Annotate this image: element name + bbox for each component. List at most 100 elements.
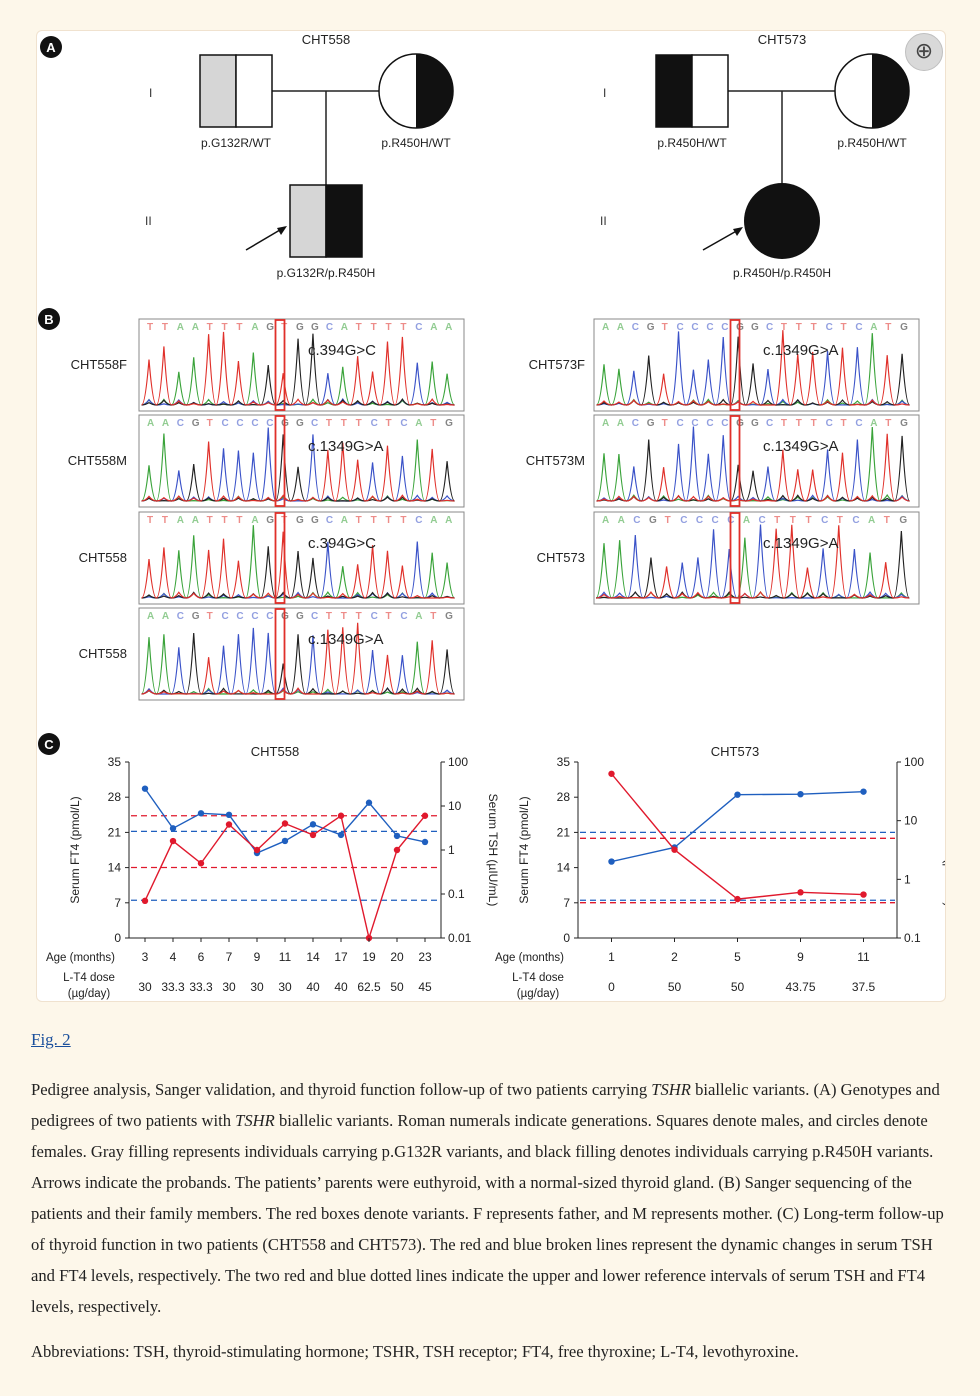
variant-box [274, 608, 286, 700]
base-call: C [721, 418, 728, 429]
base-call: T [385, 418, 391, 429]
proband-arrow [245, 226, 286, 251]
base-call: G [647, 418, 655, 429]
base-call: A [162, 418, 169, 429]
ft4-point [337, 831, 345, 839]
base-call: T [356, 418, 362, 429]
base-call: C [759, 515, 766, 526]
generation-label: I [149, 86, 152, 100]
y2-tick-label: 0.01 [448, 931, 472, 945]
trace-a [140, 634, 455, 695]
trace-c [596, 331, 910, 406]
base-call: T [840, 418, 846, 429]
dose-value: 40 [334, 980, 348, 994]
variant-box [729, 415, 741, 507]
trace-t [140, 331, 455, 406]
figure-link[interactable]: Fig. 2 [31, 1030, 71, 1049]
base-call: T [774, 515, 780, 526]
genotype-label: p.R450H/p.R450H [733, 266, 831, 280]
dose-value: 50 [390, 980, 404, 994]
base-call: C [266, 418, 273, 429]
base-call: T [400, 515, 406, 526]
base-call: C [821, 515, 828, 526]
y2-tick-label: 1 [448, 843, 455, 857]
x-tick-label: 17 [334, 950, 348, 964]
chromatogram-frame [138, 511, 465, 605]
x-tick-label: 7 [226, 950, 233, 964]
tsh-point [253, 846, 261, 854]
x-tick-label: 20 [390, 950, 404, 964]
ft4-line [611, 790, 864, 863]
tsh-point [225, 821, 233, 828]
variant-label: c.1349G>A [308, 631, 383, 648]
base-call: G [899, 515, 907, 526]
sample-label: CHT558 [79, 550, 127, 565]
variant-box [274, 512, 286, 604]
ft4-point [393, 832, 401, 840]
base-call: A [251, 515, 258, 526]
panel-c-badge [38, 733, 60, 755]
dose-row-label: L-T4 dose [512, 972, 564, 984]
y2-tick-label: 1 [904, 872, 911, 886]
variant-box [729, 319, 741, 411]
gene-name: TSHR [651, 1080, 691, 1099]
base-call: T [811, 418, 817, 429]
base-call: T [781, 418, 787, 429]
base-call: G [751, 418, 759, 429]
pedigree-title: CHT558 [302, 32, 350, 47]
base-call: C [236, 611, 243, 622]
chromatogram-frame [138, 607, 465, 701]
figure-panel: A CHT558 I II p.G132R/WT p.R450H/WT p.G1… [36, 30, 946, 1002]
base-call: C [222, 418, 229, 429]
father-symbol [655, 54, 693, 128]
base-call: A [192, 515, 199, 526]
ft4-point [141, 785, 149, 792]
zoom-in-icon[interactable]: ⊕ [905, 33, 943, 71]
base-call: C [855, 322, 862, 333]
base-call: T [400, 322, 406, 333]
y2-tick-label: 0.1 [904, 931, 921, 945]
tsh-point [141, 897, 149, 905]
tsh-point [797, 889, 804, 896]
base-call: G [900, 418, 908, 429]
chromatogram-frame [593, 511, 920, 605]
variant-label: c.1349G>A [308, 438, 383, 455]
base-call: C [400, 611, 407, 622]
x-tick-label: 1 [608, 950, 615, 964]
base-call: A [602, 322, 609, 333]
base-call: A [868, 515, 875, 526]
dose-value: 37.5 [852, 980, 876, 994]
dose-row-unit: (µg/day) [68, 988, 111, 1000]
tsh-point [734, 895, 741, 903]
base-call: T [662, 418, 668, 429]
pedigree-cht558: CHT558 I II p.G132R/WT p.R450H/WT p.G132… [145, 32, 454, 280]
dose-value: 30 [278, 980, 292, 994]
trace-g [141, 633, 455, 695]
dose-value: 30 [138, 980, 152, 994]
base-call: T [147, 322, 153, 333]
dose-value: 33.3 [161, 980, 185, 994]
trace-g [596, 435, 911, 502]
base-call: T [236, 322, 242, 333]
father-symbol [199, 54, 237, 128]
y2-tick-label: 100 [904, 755, 924, 769]
base-call: C [721, 322, 728, 333]
base-call: G [311, 322, 319, 333]
trace-t [141, 531, 455, 599]
ft4-point [309, 821, 317, 828]
base-call: T [207, 515, 213, 526]
dose-value: 0 [608, 980, 615, 994]
base-call: T [837, 515, 843, 526]
base-call: A [445, 515, 452, 526]
sample-label: CHT558 [79, 646, 127, 661]
tsh-point [309, 831, 317, 839]
proband-arrow [702, 228, 741, 251]
base-call: A [177, 322, 184, 333]
base-call: G [751, 322, 759, 333]
base-call: G [445, 418, 453, 429]
base-call: G [266, 322, 274, 333]
